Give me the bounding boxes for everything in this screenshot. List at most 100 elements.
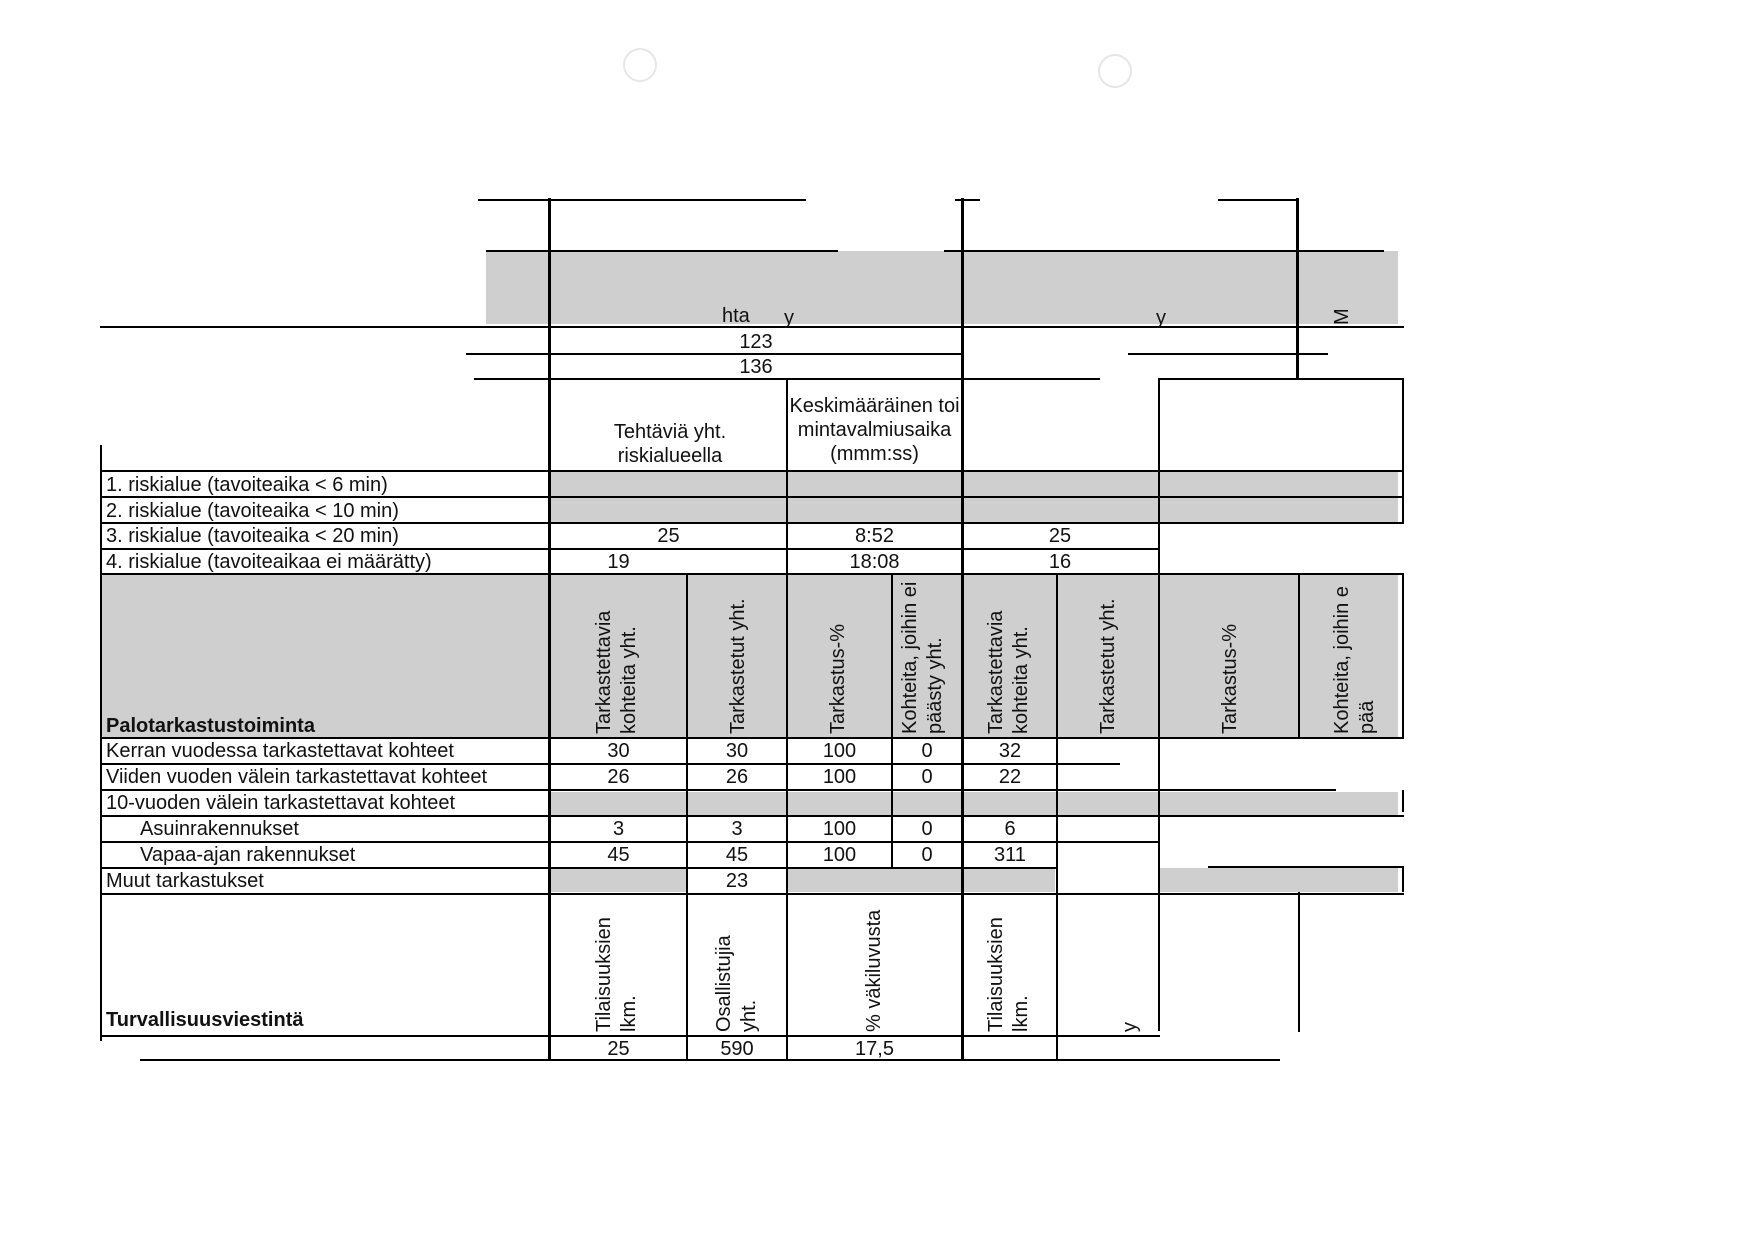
- col-header-inspected: Tarkastetut yht.: [727, 598, 749, 734]
- col-header-inspect-targets-2: Tarkastettavia kohteita yht.: [985, 610, 1032, 734]
- hline: [100, 867, 1058, 869]
- cell: 32: [998, 740, 1022, 762]
- hline: [100, 548, 1160, 550]
- vline-col7: [1158, 378, 1160, 1031]
- vline-tasks-time: [786, 378, 788, 1061]
- cell: 311: [994, 844, 1026, 866]
- hline: [100, 496, 1404, 498]
- vline-label-left: [100, 445, 102, 1041]
- hline: [1208, 866, 1402, 868]
- vline-main-left: [548, 198, 551, 1061]
- risk-row1-shade: [548, 472, 1398, 496]
- hline: [100, 841, 1160, 843]
- risk-row-label: 3. riskialue (tavoiteaika < 20 min): [106, 525, 399, 547]
- cell: 30: [725, 740, 749, 762]
- cell: 3: [612, 818, 625, 840]
- hline: [100, 573, 1404, 575]
- cell: 26: [725, 766, 749, 788]
- col-header-response-time: Keskimääräinen toimintavalmiusaika (mmm:…: [789, 395, 960, 465]
- cell: 0: [921, 766, 933, 788]
- vline-right-stub: [1402, 790, 1404, 812]
- cell: 100: [822, 844, 857, 866]
- frag-line: [100, 326, 1404, 328]
- cell: 100: [822, 818, 857, 840]
- section-title-safety: Turvallisuusviestintä: [106, 1009, 304, 1031]
- inspection-row-label: Viiden vuoden välein tarkastettavat koht…: [106, 766, 487, 788]
- col-header-inspect-percent-2: Tarkastus-%: [1219, 623, 1241, 734]
- vline-main-mid: [961, 198, 964, 1061]
- frag-line: [1128, 353, 1328, 355]
- cell: 23: [725, 870, 749, 892]
- header-number-123: 123: [739, 331, 773, 353]
- col-header-inspect-targets: Tarkastettavia kohteita yht.: [593, 610, 640, 734]
- risk-row2-shade: [548, 498, 1398, 522]
- frag-line: [944, 250, 1384, 252]
- muut-shade-c: [1160, 868, 1398, 892]
- header-fragment-hta: hta: [722, 305, 750, 327]
- inspection-row-label: Vapaa-ajan rakennukset: [140, 844, 356, 866]
- vline-col4: [891, 575, 893, 867]
- cell: 0: [921, 740, 933, 762]
- cell: 22: [998, 766, 1022, 788]
- frag-line: [955, 199, 980, 201]
- hline: [100, 789, 1336, 791]
- hline: [140, 1059, 1280, 1061]
- punch-hole-left: [623, 48, 657, 82]
- risk-row-label: 2. riskialue (tavoiteaika < 10 min): [106, 500, 399, 522]
- col-header-inspect-percent: Tarkastus-%: [827, 623, 849, 734]
- frag-line: [466, 353, 962, 355]
- safety-value: 590: [720, 1038, 754, 1060]
- hline: [100, 470, 1404, 472]
- header-fragment-y: y: [1156, 307, 1166, 329]
- safety-value: 25: [607, 1038, 630, 1060]
- vline-col8: [1298, 575, 1300, 737]
- inspection-row-label: Asuinrakennukset: [140, 818, 299, 840]
- hline: [100, 763, 1120, 765]
- vline-far-right-b: [1402, 575, 1404, 737]
- risk-row-label: 4. riskialue (tavoiteaikaa ei määrätty): [106, 551, 432, 573]
- inspection-row-label: Kerran vuodessa tarkastettavat kohteet: [106, 740, 454, 762]
- cell: 30: [607, 740, 630, 762]
- muut-shade-b: [787, 868, 1055, 892]
- punch-hole-right: [1098, 54, 1132, 88]
- frag-line: [1158, 378, 1404, 380]
- col-header-inspected-2: Tarkastetut yht.: [1097, 598, 1119, 734]
- hline: [100, 893, 1404, 895]
- cell: 6: [1004, 818, 1016, 840]
- col-header-fragment-y: y: [1119, 1022, 1141, 1032]
- vline-col6: [1056, 575, 1058, 1061]
- cell: 45: [725, 844, 749, 866]
- col-header-participants: Osallistujia yht.: [713, 935, 760, 1032]
- section-title-inspection: Palotarkastustoiminta: [106, 715, 315, 737]
- inspection-row-label: Muut tarkastukset: [106, 870, 264, 892]
- risk-tasks-value-2: 25: [1048, 525, 1072, 547]
- col-header-events: Tilaisuuksien lkm.: [593, 917, 640, 1032]
- cell: 0: [921, 844, 933, 866]
- header-number-136: 136: [739, 356, 773, 378]
- frag-line: [478, 199, 806, 201]
- row-10v-shade: [548, 792, 1398, 815]
- vline-main-right: [1296, 198, 1299, 380]
- cell: 0: [921, 818, 933, 840]
- safety-value: 17,5: [855, 1038, 894, 1060]
- col-header-population-percent: % väkiluvusta: [863, 909, 885, 1032]
- cell: 3: [731, 818, 743, 840]
- hline: [100, 737, 1404, 739]
- hline: [100, 1035, 1160, 1037]
- col-header-tasks: Tehtäviä yht. riskialueella: [613, 421, 727, 467]
- risk-tasks-value-2: 16: [1048, 551, 1072, 573]
- inspection-row-label: 10-vuoden välein tarkastettavat kohteet: [106, 792, 456, 814]
- inspection-header-shade: [102, 575, 1398, 737]
- cell: 45: [607, 844, 630, 866]
- cell: 26: [607, 766, 630, 788]
- cell: 100: [822, 740, 857, 762]
- vline-col2: [686, 575, 688, 1061]
- risk-time-value: 8:52: [855, 525, 894, 547]
- risk-tasks-value: 25: [657, 525, 680, 547]
- cell: 100: [822, 766, 857, 788]
- vline-right-stub: [1402, 866, 1404, 892]
- risk-row-label: 1. riskialue (tavoiteaika < 6 min): [106, 474, 388, 496]
- risk-tasks-value: 19: [607, 551, 630, 573]
- header-shade: [486, 251, 1398, 324]
- header-fragment-m: M: [1331, 308, 1353, 325]
